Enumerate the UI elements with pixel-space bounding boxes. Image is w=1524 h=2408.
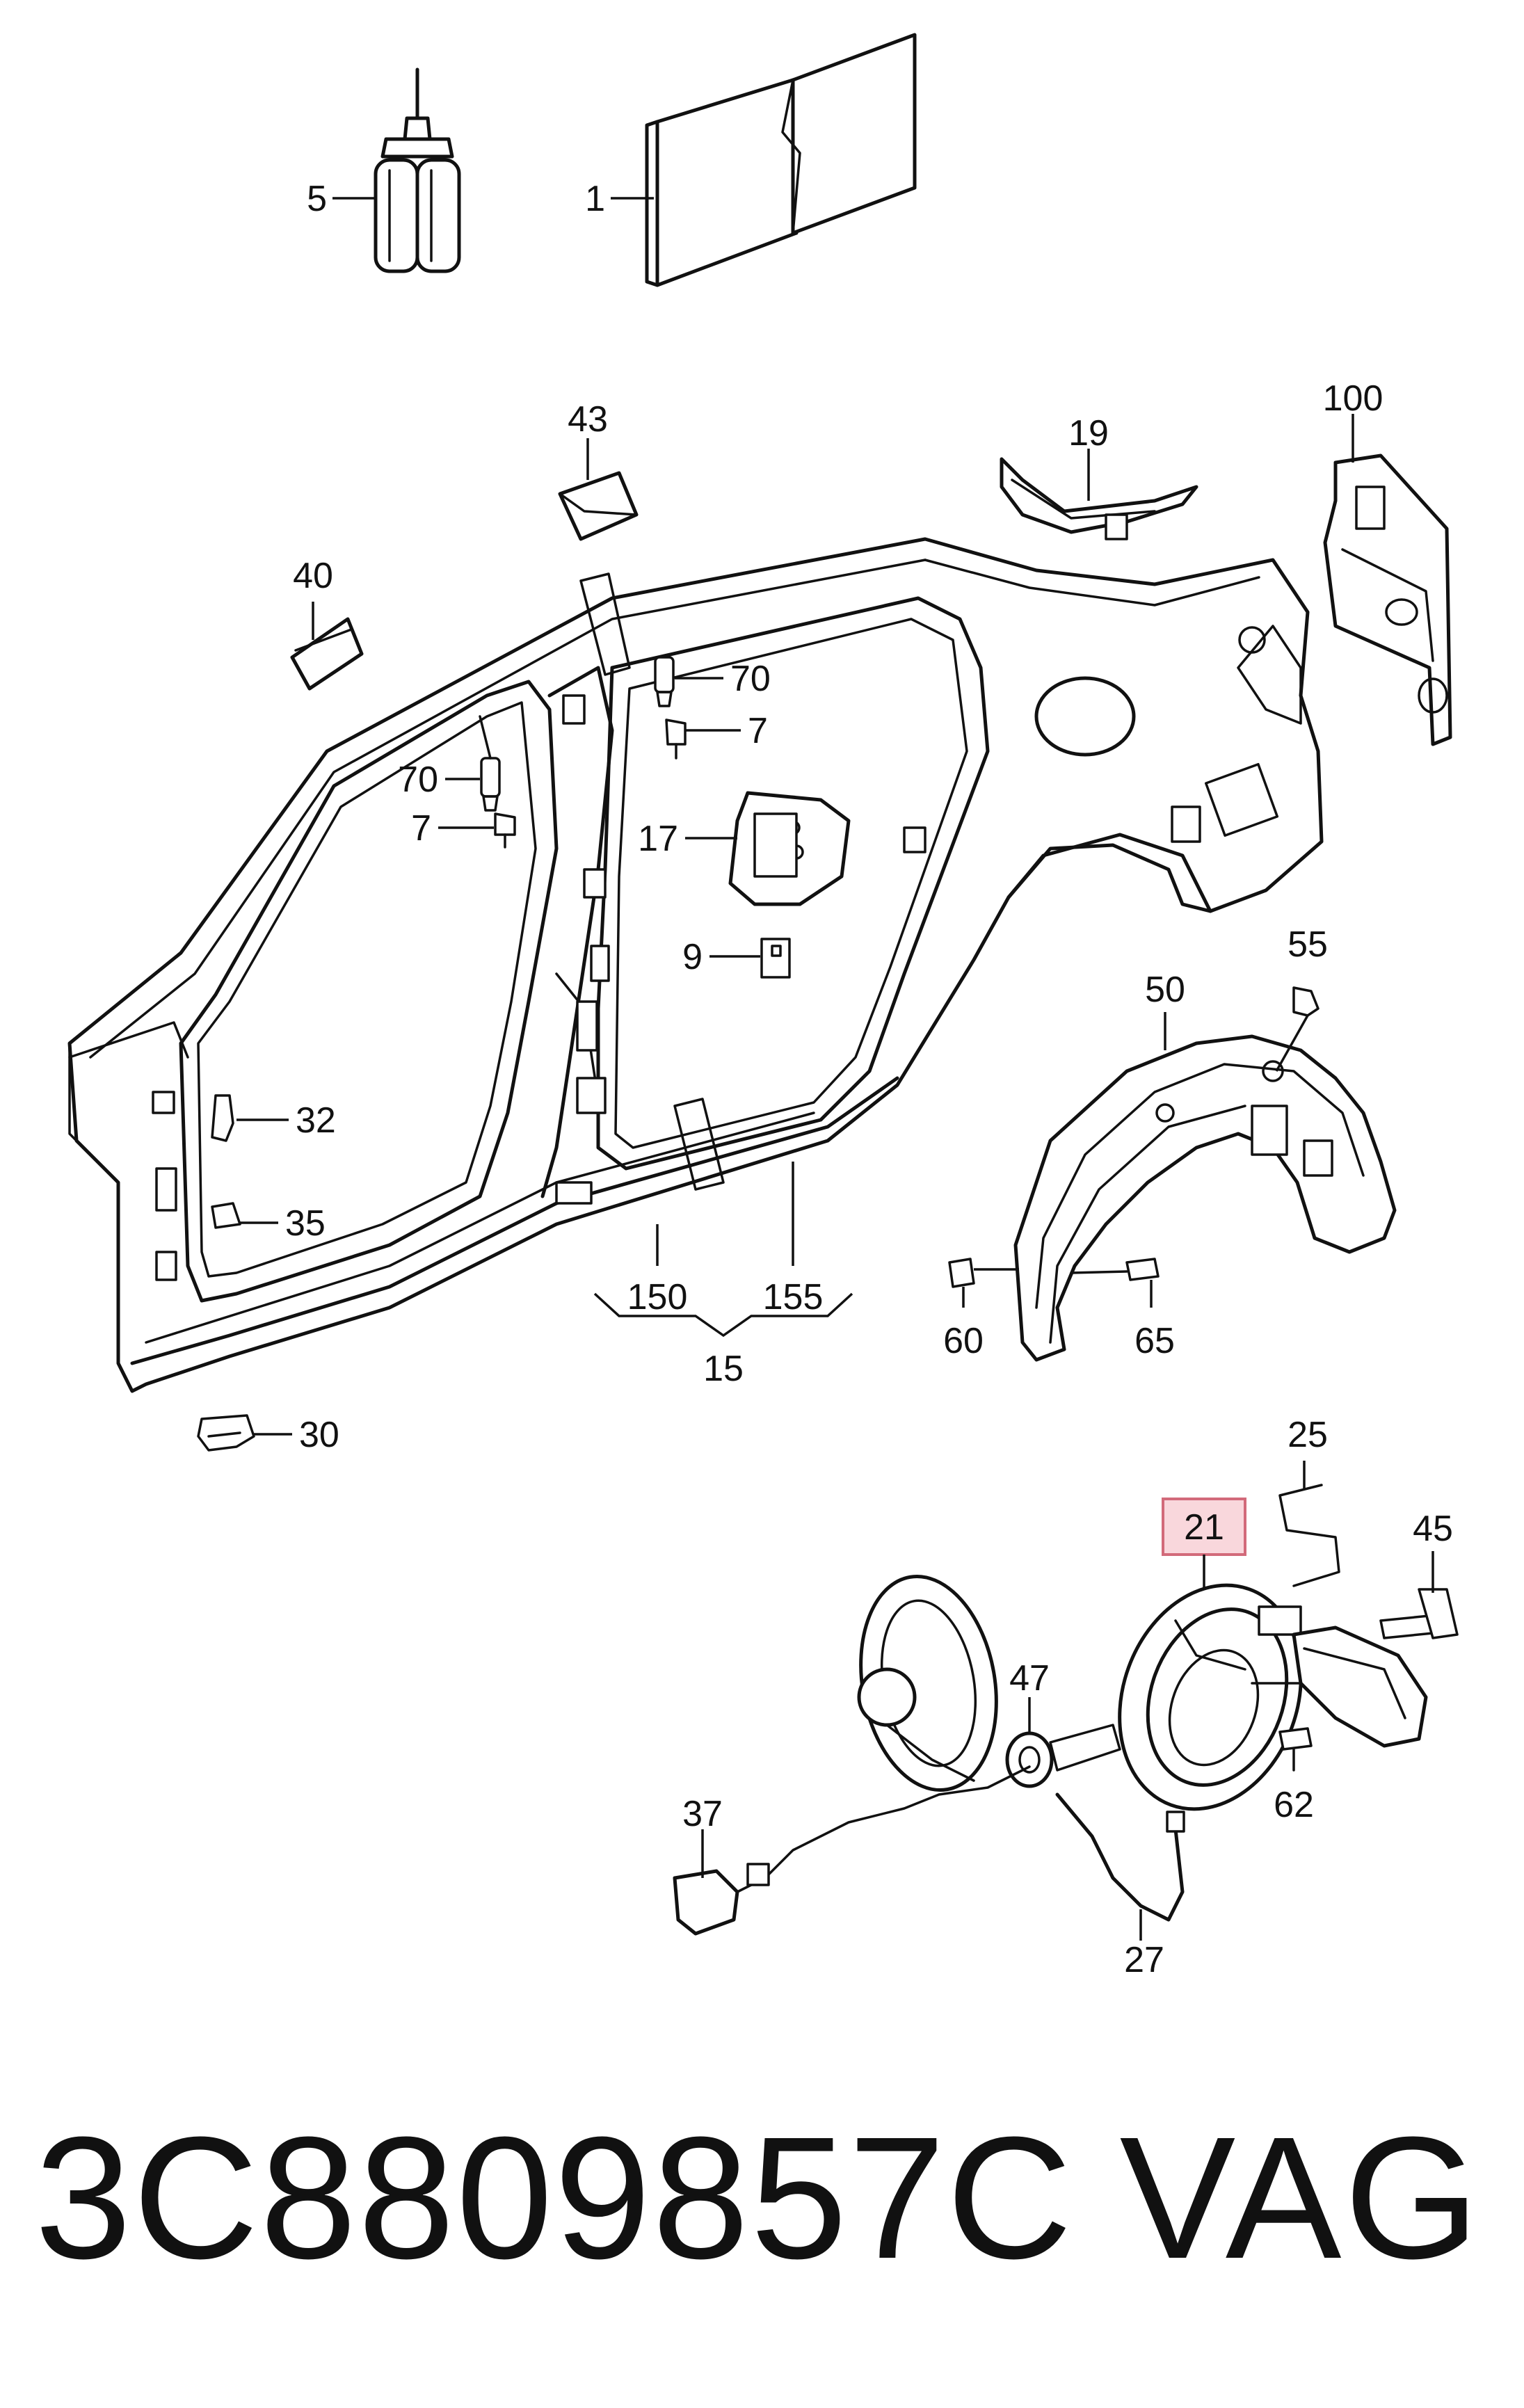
- callout-50: 50: [1145, 970, 1185, 1010]
- callout-9: 9: [682, 937, 703, 977]
- part-flap-door: [1251, 1626, 1428, 1748]
- callout-19: 19: [1068, 413, 1109, 453]
- part-7-bolt-upper: [665, 719, 687, 760]
- callout-30: 30: [299, 1415, 339, 1455]
- part-25-spring: [1278, 1484, 1340, 1587]
- part-43-bracket: [558, 471, 639, 541]
- part-70-stud-lower: [479, 715, 501, 812]
- part-62-screw: [1278, 1727, 1313, 1772]
- callout-70-upper: 70: [730, 659, 771, 699]
- part-5-cartridge: [374, 67, 461, 273]
- callout-60: 60: [943, 1321, 984, 1361]
- callout-7-upper: 7: [748, 711, 768, 751]
- part-27-drain-hose: [1055, 1792, 1185, 1922]
- caption-bar: 3C8809857C VAG: [0, 2094, 1524, 2302]
- callout-55: 55: [1288, 924, 1328, 965]
- part-fuel-cap-cover: [857, 1574, 998, 1792]
- part-35-clip: [211, 1202, 241, 1229]
- part-70-stud-upper: [654, 656, 675, 707]
- callout-43: 43: [568, 399, 608, 440]
- callout-17: 17: [638, 819, 678, 859]
- part-32-clip: [211, 1094, 234, 1142]
- callout-37: 37: [682, 1794, 723, 1834]
- part-21-filler-housing: [1118, 1583, 1303, 1811]
- part-30-clip: [197, 1414, 255, 1452]
- callout-1: 1: [585, 179, 605, 219]
- callout-15: 15: [703, 1349, 744, 1389]
- callout-100: 100: [1323, 378, 1383, 419]
- part-19-reinforcement: [1000, 457, 1198, 540]
- callout-40: 40: [293, 556, 333, 596]
- part-37-actuator: [673, 1765, 1031, 1936]
- part-7-bolt-lower: [494, 812, 516, 849]
- part-100-panel: [1323, 453, 1452, 746]
- callout-5: 5: [307, 179, 327, 219]
- callout-7-lower: 7: [411, 808, 431, 849]
- callout-45: 45: [1413, 1509, 1453, 1549]
- callout-47: 47: [1009, 1658, 1050, 1699]
- callout-21-highlight: [1162, 1498, 1246, 1556]
- part-47-grommet: [1005, 1724, 1121, 1788]
- callout-150: 150: [627, 1277, 688, 1317]
- callout-21: 21: [1184, 1507, 1224, 1548]
- callout-70-lower: 70: [398, 760, 438, 800]
- part-9-clip: [760, 938, 791, 979]
- part-45-hinge: [1379, 1588, 1459, 1639]
- brand-label: VAG: [1119, 2101, 1482, 2295]
- part-60-clip: [948, 1258, 975, 1288]
- part-55-nut: [1292, 986, 1320, 1017]
- callout-27: 27: [1124, 1940, 1164, 1980]
- part-17-bracket: [728, 791, 851, 906]
- callout-32: 32: [296, 1100, 336, 1141]
- callout-155: 155: [763, 1277, 824, 1317]
- part-65-screw: [1070, 1258, 1160, 1281]
- side-panel-assembly: [67, 537, 1324, 1393]
- part-50-wheelhouse-liner: [1013, 1034, 1397, 1362]
- part-number-label: 3C8809857C: [35, 2101, 1074, 2295]
- callout-65: 65: [1134, 1321, 1175, 1361]
- callout-62: 62: [1274, 1785, 1314, 1825]
- part-40-bracket: [290, 617, 364, 691]
- callout-35: 35: [285, 1203, 326, 1244]
- callout-25: 25: [1288, 1415, 1328, 1455]
- part-1-pads: [645, 33, 917, 287]
